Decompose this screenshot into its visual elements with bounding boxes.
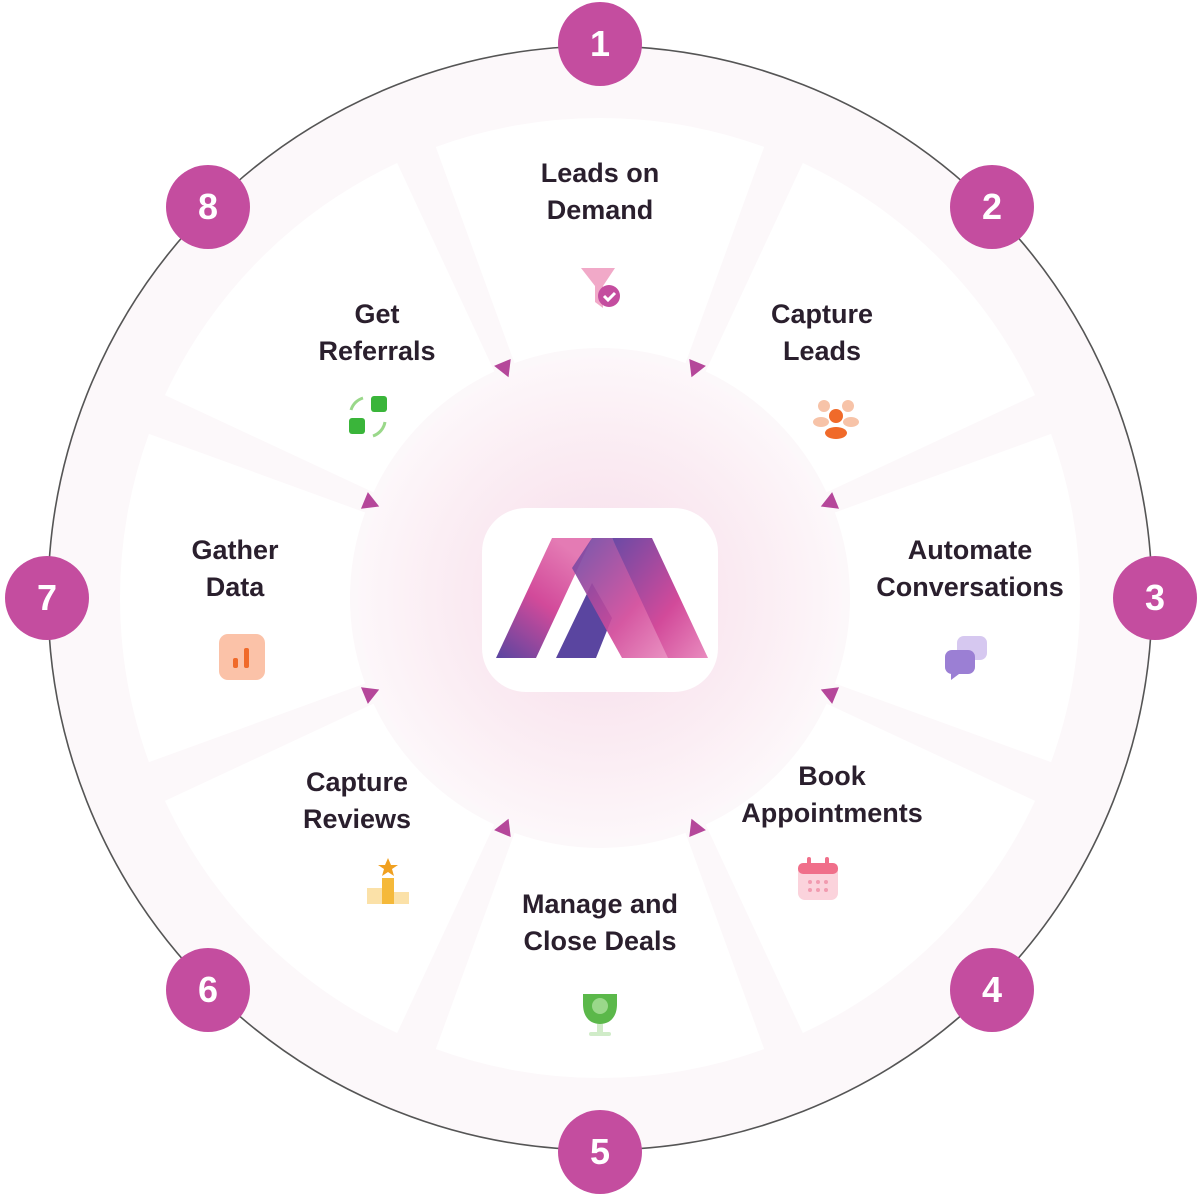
arrow-markers — [360, 358, 840, 838]
step-label-1: Leads on Demand — [470, 155, 730, 229]
step-badge-2: 2 — [950, 165, 1034, 249]
logo-container — [482, 508, 718, 692]
arrow-marker — [689, 358, 706, 378]
arrow-marker — [360, 492, 380, 509]
step-label-line: Book — [798, 761, 866, 791]
segment-wedge — [119, 433, 366, 763]
step-label-line: Leads — [782, 336, 862, 366]
step-label-line: Capture — [770, 299, 873, 329]
chat-bubbles-icon — [941, 632, 991, 682]
step-label-line: Referrals — [318, 336, 436, 366]
arrow-marker — [360, 687, 380, 704]
segment-wedge — [164, 703, 495, 1034]
step-badge-5: 5 — [558, 1110, 642, 1194]
step-label-line: Gather — [191, 535, 279, 565]
step-label-line: Capture — [305, 767, 408, 797]
step-badge-6: 6 — [166, 948, 250, 1032]
step-badge-1: 1 — [558, 2, 642, 86]
arrow-marker — [494, 818, 511, 838]
arrow-marker — [494, 358, 511, 378]
step-badge-3: 3 — [1113, 556, 1197, 640]
step-badge-4: 4 — [950, 948, 1034, 1032]
step-label-line: Conversations — [876, 572, 1064, 602]
funnel-check-icon — [575, 262, 625, 312]
segment-wedge — [834, 433, 1081, 763]
step-label-line: Demand — [546, 195, 654, 225]
brand-logo — [496, 538, 708, 658]
step-label-line: Close Deals — [523, 926, 677, 956]
step-label-line: Appointments — [741, 798, 923, 828]
step-label-line: Data — [205, 572, 265, 602]
step-label-line: Manage and — [521, 889, 679, 919]
segment-wedge — [705, 162, 1036, 493]
bar-chart-icon — [217, 632, 267, 682]
calendar-icon — [793, 854, 843, 904]
segment-wedge — [435, 832, 765, 1079]
podium-star-icon — [363, 856, 413, 906]
arrow-marker — [820, 492, 840, 509]
segment-wedge — [164, 162, 495, 493]
step-badge-8: 8 — [166, 165, 250, 249]
step-badge-7: 7 — [5, 556, 89, 640]
arrow-marker — [820, 687, 840, 704]
step-label-line: Get — [354, 299, 400, 329]
people-group-icon — [811, 392, 861, 442]
segment-wedge — [435, 118, 765, 364]
segment-wedge — [705, 703, 1036, 1034]
step-label-line: Reviews — [302, 804, 412, 834]
trophy-icon — [575, 988, 625, 1038]
cubes-cycle-icon — [343, 392, 393, 442]
arrow-marker — [689, 818, 706, 838]
segment-wedges — [119, 118, 1081, 1079]
step-label-line: Leads on — [540, 158, 660, 188]
step-label-line: Automate — [907, 535, 1033, 565]
